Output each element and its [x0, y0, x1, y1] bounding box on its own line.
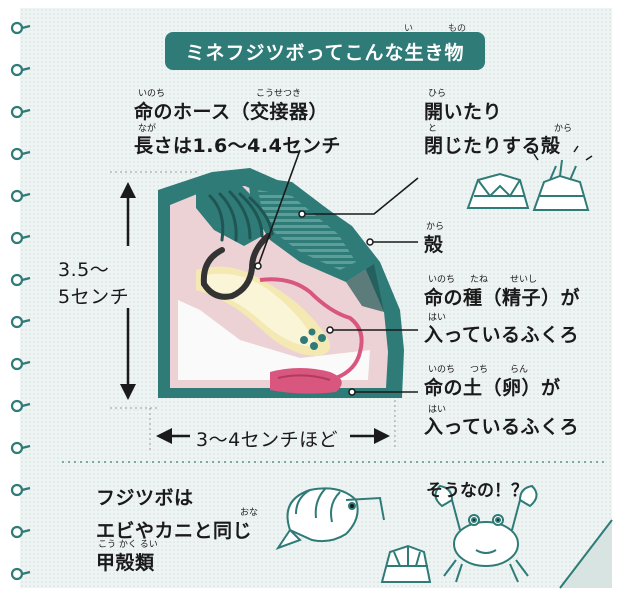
shell-ruby-3: から: [554, 124, 573, 134]
seed-label-line2: 入っているふくろ: [424, 324, 580, 346]
shrimp-icon: [275, 487, 385, 550]
soil-ruby-3: らん: [510, 365, 529, 375]
shell-ruby-2: と: [428, 124, 438, 134]
seed-ruby-2: たね: [470, 275, 489, 285]
kara-label: 殻: [424, 234, 444, 256]
bottom-line3: 甲殻類: [96, 552, 155, 574]
bottom-line2: エビやカニと同じ: [96, 520, 253, 542]
shell-ruby-1: ひら: [428, 89, 447, 99]
height-arrow: [120, 182, 136, 400]
kara-ruby: から: [426, 222, 445, 232]
soil-ruby-1: いのち: [428, 365, 456, 375]
hose-ruby-1: いのち: [138, 89, 166, 99]
height-label-line1: 3.5～: [58, 259, 110, 281]
shell-label-line1: 開いたり: [424, 101, 503, 123]
title-ruby-2: もの: [448, 24, 467, 34]
soil-ruby-4: はい: [428, 405, 447, 415]
shell-open-close-icon: [466, 145, 593, 211]
bottom-ruby-2: こう かく るい: [98, 540, 158, 550]
hose-label-line2: 長さは1.6～4.4センチ: [134, 135, 341, 157]
soil-ruby-2: つち: [470, 365, 489, 375]
crab-icon: [434, 484, 538, 583]
hose-ruby-2: こうせつき: [256, 89, 302, 99]
title-banner: ミネフジツボってこんな生き物: [165, 32, 485, 70]
title-ruby-1: い: [404, 24, 414, 34]
seed-ruby-4: はい: [428, 313, 447, 323]
seed-ruby-3: せいし: [510, 275, 538, 285]
hose-label-line1: 命のホース（交接器）: [134, 101, 329, 123]
seed-label-line1: 命の種（精子）が: [424, 287, 581, 309]
soil-label-line1: 命の土（卵）が: [424, 377, 561, 399]
height-label-line2: 5センチ: [58, 286, 130, 308]
bottom-line1: フジツボは: [96, 487, 194, 509]
width-arrow: [156, 428, 390, 444]
page-title: ミネフジツボってこんな生き物: [185, 41, 465, 64]
bottom-ruby-1: おな: [240, 508, 259, 518]
barnacle-icon: [380, 544, 432, 583]
spiral-binding-icon: [10, 21, 31, 581]
shell-label-line2: 閉じたりする殻: [424, 135, 561, 157]
hose-ruby-3: なが: [138, 124, 157, 134]
width-label: 3～4センチほど: [196, 429, 339, 451]
crab-speech: そうなの！？: [426, 481, 528, 501]
barnacle-cross-section: [158, 168, 404, 398]
seed-ruby-1: いのち: [428, 275, 456, 285]
soil-label-line2: 入っているふくろ: [424, 416, 580, 438]
